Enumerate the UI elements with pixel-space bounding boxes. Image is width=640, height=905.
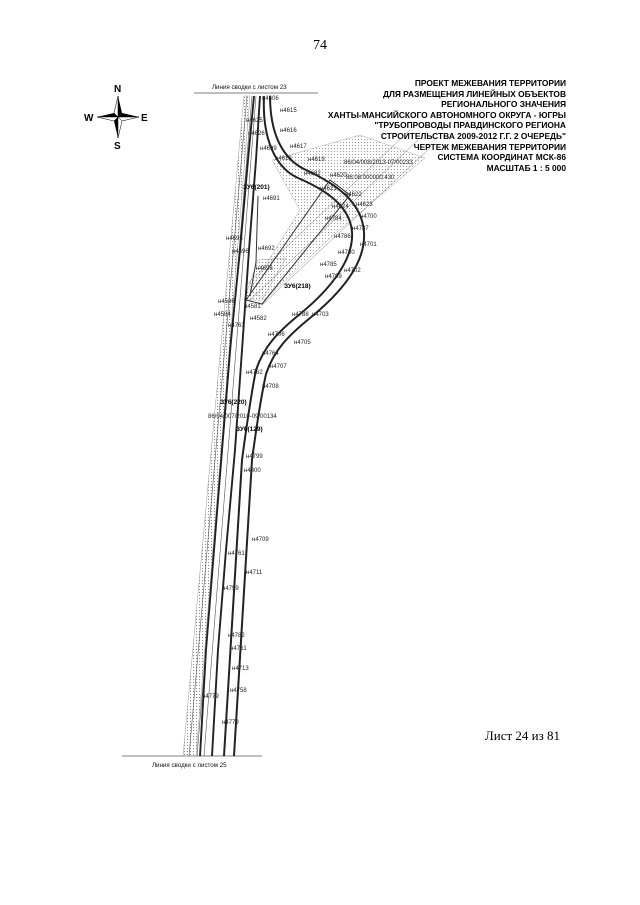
point-label: н4582 (250, 316, 267, 322)
title-line: ЧЕРТЕЖ МЕЖЕВАНИЯ ТЕРРИТОРИИ (413, 141, 566, 152)
point-label: н4761 (228, 551, 245, 557)
point-label: н4764 (262, 351, 279, 357)
point-label: н4581 (244, 304, 261, 310)
point-label: н4617 (290, 144, 307, 150)
point-label: н4800 (244, 468, 261, 474)
point-label: н4789 (325, 274, 342, 280)
point-label: н4758 (230, 688, 247, 694)
point-label: н4708 (262, 384, 279, 390)
parcel-label: ЗУ6(220) (220, 399, 247, 406)
corridor-hatch-west (182, 95, 251, 757)
point-label: н4785 (320, 262, 337, 268)
point-label: н4779 (202, 694, 219, 700)
point-label: н4682 (304, 171, 321, 177)
point-label: н4713 (232, 666, 249, 672)
point-label: н4705 (294, 340, 311, 346)
compass-west-label: W (84, 113, 94, 124)
parcel-label: ЗУ6(129) (236, 426, 263, 433)
point-label: н4623 (356, 202, 373, 208)
point-label: н4761 (230, 646, 247, 652)
point-label: н4622 (345, 192, 362, 198)
point-label: н4763 (228, 323, 245, 329)
point-label: н4762 (246, 370, 263, 376)
parcel-boundary-triangle (245, 179, 351, 305)
point-labels: н4606 н4615 н4625 н4616 н4626 н4617 н469… (202, 96, 377, 726)
sheet-label: Лист 24 из 81 (484, 728, 560, 743)
point-label: н4780 (338, 250, 355, 256)
compass-south-label: S (114, 141, 121, 152)
point-label: н4584 (214, 312, 231, 318)
title-line: СИСТЕМА КООРДИНАТ МСК-86 (437, 152, 566, 163)
parcel-boundary-west (199, 95, 261, 757)
point-label: н4707 (270, 364, 287, 370)
point-label: н4692 (258, 246, 275, 252)
point-label: н4703 (312, 312, 329, 318)
diagonal-corridor-lines (244, 129, 431, 306)
point-label: н4788 (292, 312, 309, 318)
point-label: н4619 (308, 157, 325, 163)
point-label: н4779 (222, 720, 239, 726)
parcel-label: ЗУ6(201) (243, 184, 270, 191)
point-label: н4706 (268, 332, 285, 338)
parcel-label: ЗУ6(218) (284, 283, 311, 290)
point-label: н4782 (228, 633, 245, 639)
title-line: МАСШТАБ 1 : 5 000 (486, 162, 566, 173)
join-line-top-label: Линия сводки с листом 23 (212, 84, 287, 91)
point-label: н4700 (360, 214, 377, 220)
point-label: н4759 (222, 586, 239, 592)
point-label: н4624 (332, 204, 349, 210)
join-line-bottom-label: Линия сводки с листом 25 (152, 762, 227, 769)
cadastral-number: 86:08:000000:430 (346, 175, 395, 181)
title-block: ПРОЕКТ МЕЖЕВАНИЯ ТЕРРИТОРИИ ДЛЯ РАЗМЕЩЕН… (300, 78, 566, 173)
point-label: н4701 (360, 242, 377, 248)
cadastral-number: 86/04/008/2013-07/00233 (344, 160, 413, 166)
title-line: ДЛЯ РАЗМЕЩЕНИЯ ЛИНЕЙНЫХ ОБЪЕКТОВ (382, 88, 566, 99)
point-label: н4691 (263, 196, 280, 202)
title-line: СТРОИТЕЛЬСТВА 2009-2012 Г.Г. 2 ОЧЕРЕДЬ" (380, 130, 566, 141)
compass-rose-icon (96, 95, 140, 139)
title-line: РЕГИОНАЛЬНОГО ЗНАЧЕНИЯ (441, 99, 566, 110)
point-label: н4784 (325, 216, 342, 222)
point-label: н4711 (246, 570, 263, 576)
title-line: ПРОЕКТ МЕЖЕВАНИЯ ТЕРРИТОРИИ (414, 78, 566, 88)
page-number: 74 (313, 38, 327, 53)
title-line: "ТРУБОПРОВОДЫ ПРАВДИНСКОГО РЕГИОНА (374, 120, 566, 131)
point-label: н4621 (320, 186, 337, 192)
point-label: н4606 (262, 96, 279, 102)
compass-east-label: E (141, 113, 148, 124)
point-label: н4618 (275, 156, 292, 162)
compass-north-label: N (114, 84, 121, 95)
point-label: н4620 (330, 173, 347, 179)
point-label: н4702 (344, 268, 361, 274)
cadastral-number: 86/04/007/2010-09/00134 (208, 414, 277, 420)
point-label: н4616 (280, 128, 297, 134)
point-label: н4709 (252, 537, 269, 543)
corridor-hatch-junction (243, 257, 287, 301)
point-label: н4696 (232, 249, 249, 255)
point-label: н4586 (218, 299, 235, 305)
point-label: н4695 (226, 236, 243, 242)
point-label: н4625 (246, 118, 263, 124)
point-label: н4626 (248, 131, 265, 137)
parcel-boundary-east (223, 95, 366, 757)
point-label: н4615 (280, 108, 297, 114)
point-label: н4799 (246, 454, 263, 460)
point-label: н4698 (256, 266, 273, 272)
title-line: ХАНТЫ-МАНСИЙСКОГО АВТОНОМНОГО ОКРУГА - Ю… (327, 109, 566, 120)
point-label: н4699 (260, 146, 277, 152)
point-label: н4786 (334, 234, 351, 240)
point-label: н4787 (352, 226, 369, 232)
